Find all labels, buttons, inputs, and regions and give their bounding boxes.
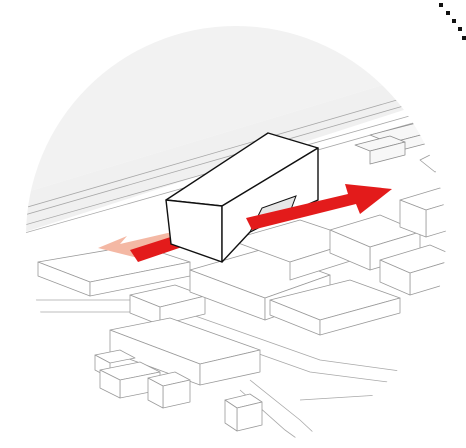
dotted-arc-decoration: [439, 3, 466, 40]
